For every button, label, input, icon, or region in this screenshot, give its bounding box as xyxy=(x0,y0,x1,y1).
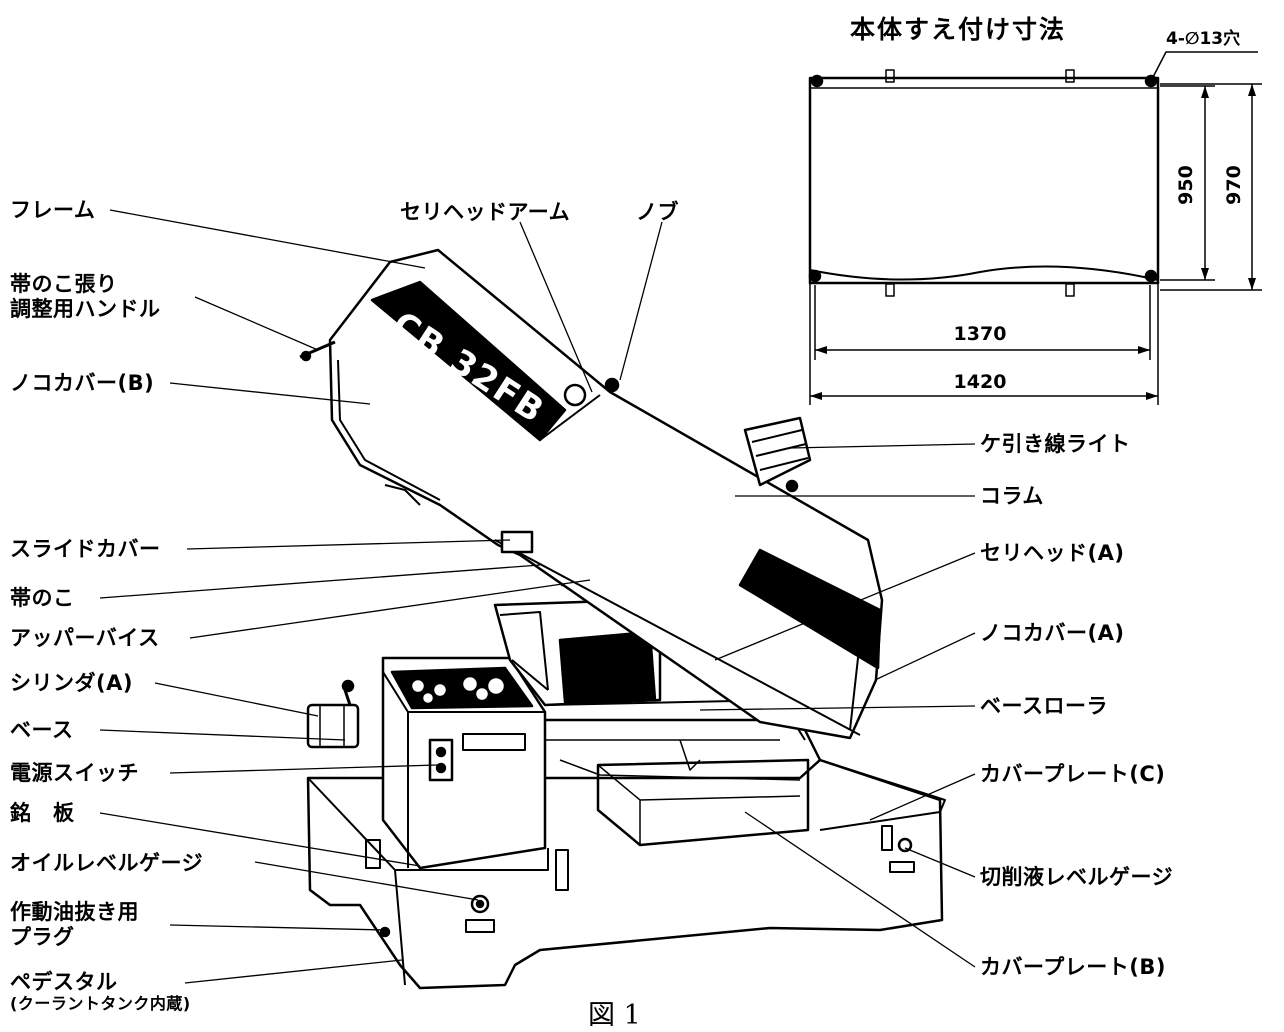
plan-outline xyxy=(808,76,1160,285)
label-drain-plug-line2: プラグ xyxy=(10,925,75,949)
oil-level-gauge xyxy=(470,894,490,914)
mount-hole xyxy=(808,269,822,283)
hole-label: 4-∅13穴 xyxy=(1166,28,1240,49)
dim-950-label: 950 xyxy=(1175,165,1197,205)
label-slide-cover: スライドカバー xyxy=(10,537,161,561)
label-band-saw: 帯のこ xyxy=(10,586,75,610)
plan-tab xyxy=(885,69,895,83)
label-oil-gauge: オイルレベルゲージ xyxy=(10,851,204,875)
knob xyxy=(563,383,587,407)
label-cover-plate-b: カバープレート(B) xyxy=(980,955,1166,979)
plan-tab xyxy=(1065,283,1075,297)
label-pedestal: ペデスタル (クーラントタンク内蔵) xyxy=(10,970,191,1014)
label-drain-plug-line1: 作動油抜き用 xyxy=(10,900,139,924)
control-box xyxy=(381,656,547,870)
pedestal-door-hinge xyxy=(555,849,569,891)
cylinder-a xyxy=(306,703,360,749)
label-column: コラム xyxy=(980,484,1044,508)
model-stripe xyxy=(370,280,567,442)
label-tension-handle-line1: 帯のこ張り xyxy=(10,272,118,296)
label-frame: フレーム xyxy=(10,198,96,222)
plan-bottom-curve xyxy=(809,265,1159,281)
figure-caption: 図 1 xyxy=(588,1000,641,1031)
dim-970-label: 970 xyxy=(1223,165,1245,205)
mount-hole xyxy=(1144,269,1158,283)
plan-tab xyxy=(1065,69,1075,83)
cover-plate-c xyxy=(819,759,946,831)
label-base-roller: ベースローラ xyxy=(980,694,1108,718)
label-knob: ノブ xyxy=(636,200,679,224)
label-sliding-head-a: セリヘッド(A) xyxy=(980,541,1125,565)
coolant-level-gauge xyxy=(897,837,913,853)
label-saw-cover-b: ノコカバー(B) xyxy=(10,371,155,395)
label-nameplate: 銘 板 xyxy=(10,801,75,825)
plan-view xyxy=(808,51,1262,405)
dim-1370-label: 1370 xyxy=(954,323,1007,345)
label-drain-plug: 作動油抜き用 プラグ xyxy=(10,900,139,950)
cover-plate-b xyxy=(596,758,810,847)
label-upper-vise: アッパーバイス xyxy=(10,626,160,650)
label-tension-handle: 帯のこ張り 調整用ハンドル xyxy=(10,272,161,322)
leader-lines xyxy=(99,209,976,984)
drain-plug xyxy=(379,926,391,938)
plan-tab xyxy=(885,283,895,297)
label-saw-cover-a: ノコカバー(A) xyxy=(980,621,1125,645)
hole-leader xyxy=(1150,51,1258,82)
mount-hole xyxy=(810,74,824,88)
label-sliding-head-arm: セリヘッドアーム xyxy=(400,200,571,224)
label-cover-plate-c: カバープレート(C) xyxy=(980,762,1166,786)
saw-frame xyxy=(299,248,884,740)
band-saw-blade xyxy=(494,539,861,736)
dim-1420-label: 1420 xyxy=(954,371,1007,393)
label-marking-light: ケ引き線ライト xyxy=(980,432,1131,456)
label-pedestal-sub: (クーラントタンク内蔵) xyxy=(10,994,191,1013)
label-cylinder-a: シリンダ(A) xyxy=(10,671,133,695)
label-tension-handle-line2: 調整用ハンドル xyxy=(10,297,161,321)
label-base: ベース xyxy=(10,718,74,742)
nameplate xyxy=(365,839,381,869)
marking-light xyxy=(743,416,812,493)
label-power-switch: 電源スイッチ xyxy=(10,761,139,785)
plan-title: 本体すえ付け寸法 xyxy=(850,15,1067,44)
slide-cover xyxy=(500,530,534,554)
power-switch xyxy=(428,738,454,782)
label-pedestal-main: ペデスタル xyxy=(10,970,118,994)
label-coolant-gauge: 切削液レベルゲージ xyxy=(980,865,1174,889)
